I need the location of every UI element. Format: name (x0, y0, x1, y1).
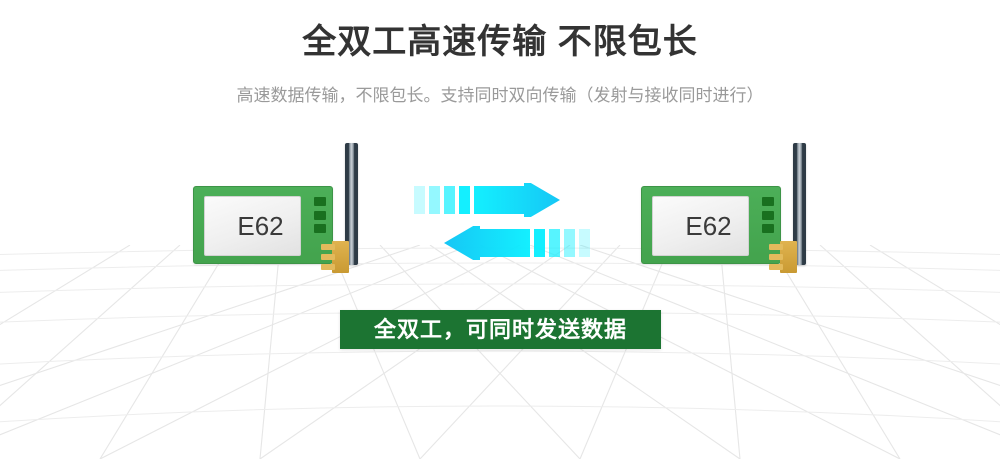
radio-module-right: E62 (641, 143, 811, 273)
solder-pad (314, 224, 326, 233)
connector-prong (321, 254, 335, 260)
connector-body (332, 241, 349, 273)
perspective-floor-grid (0, 245, 1000, 459)
page-title: 全双工高速传输 不限包长 (302, 23, 698, 61)
full-duplex-banner-label: 全双工，可同时发送数据 (373, 316, 627, 342)
transmit-arrow-right-icon (414, 183, 560, 217)
antenna-icon (793, 143, 806, 265)
rf-chip: E62 (204, 196, 301, 256)
rf-chip: E62 (652, 196, 749, 256)
full-duplex-banner: 全双工，可同时发送数据 (340, 310, 661, 349)
solder-pad (762, 210, 774, 220)
chip-label: E62 (685, 211, 732, 241)
connector-prong (769, 254, 783, 260)
pcb-board: E62 (193, 186, 333, 264)
solder-pad (762, 224, 774, 233)
connector-prong (769, 264, 783, 270)
connector-prong (321, 264, 335, 270)
receive-arrow-left-icon (444, 226, 590, 260)
connector-prongs (769, 244, 783, 270)
antenna-icon (345, 143, 358, 265)
pcb-board: E62 (641, 186, 781, 264)
solder-pad (762, 197, 774, 206)
connector-prong (769, 244, 783, 250)
radio-module-left: E62 (193, 143, 363, 273)
antenna-connector (321, 241, 349, 273)
connector-prong (321, 244, 335, 250)
connector-prongs (321, 244, 335, 270)
antenna-connector (769, 241, 797, 273)
page-subtitle: 高速数据传输，不限包长。支持同时双向传输（发射与接收同时进行） (236, 86, 764, 105)
solder-pads (314, 197, 326, 233)
solder-pad (314, 210, 326, 220)
solder-pad (314, 197, 326, 206)
connector-body (780, 241, 797, 273)
solder-pads (762, 197, 774, 233)
chip-label: E62 (237, 211, 284, 241)
